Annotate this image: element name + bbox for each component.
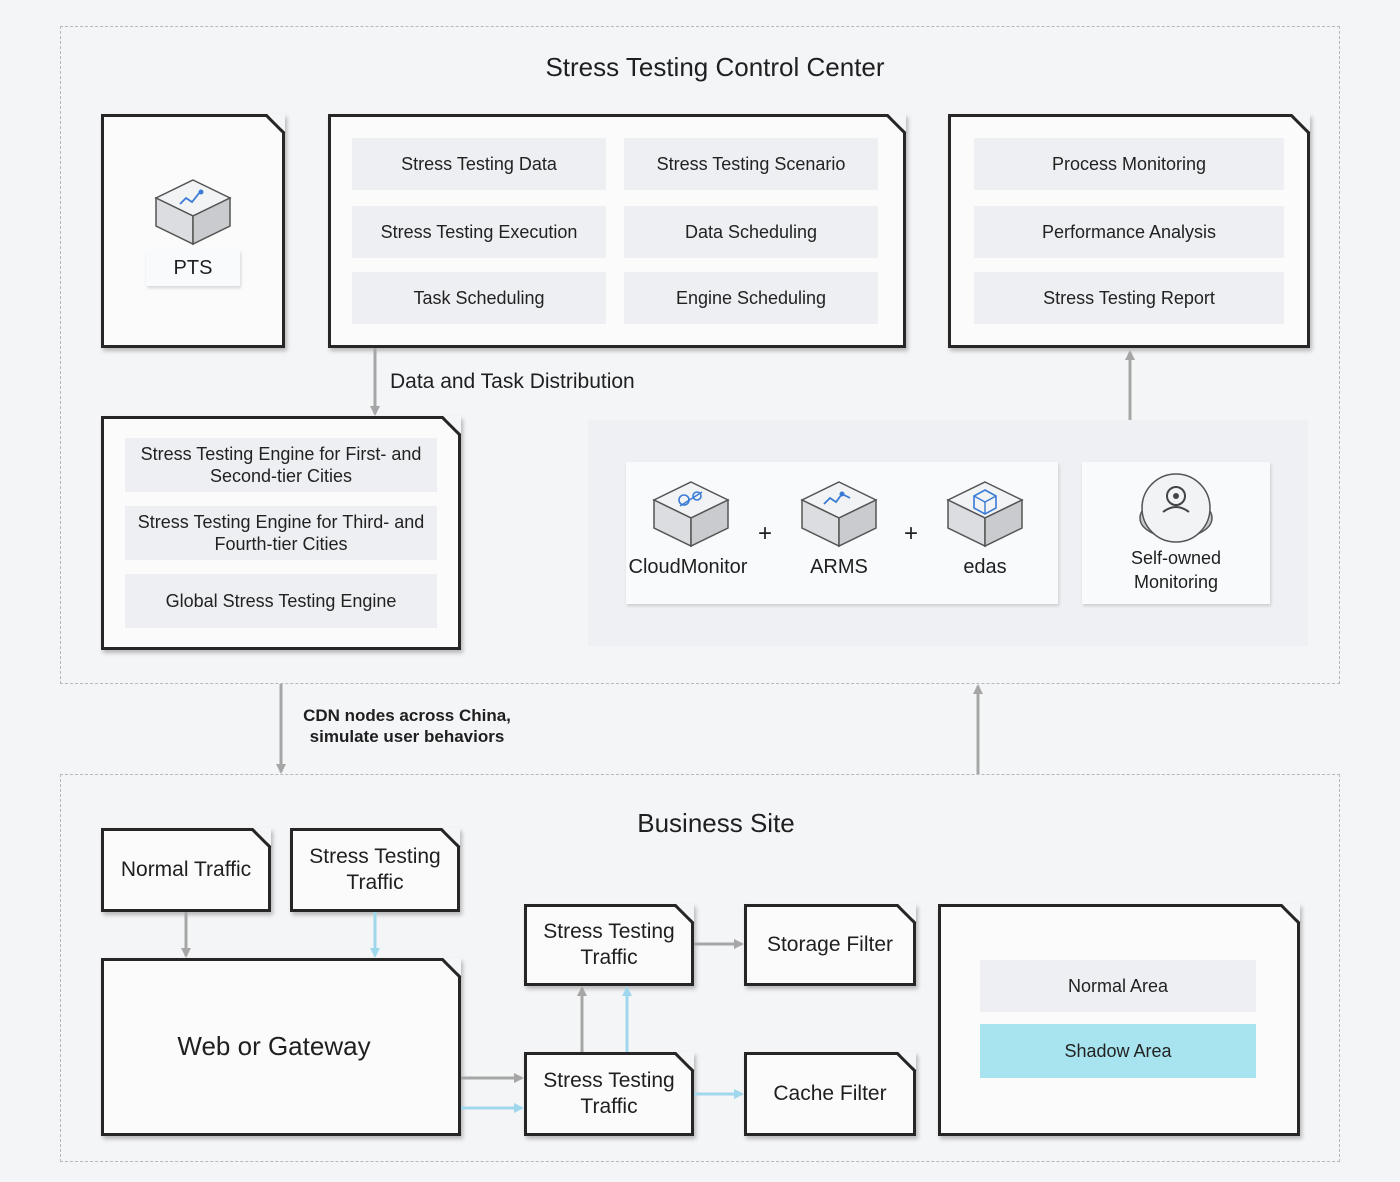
plus-sign-2: + <box>903 520 918 547</box>
cell-stress-testing-report: Stress Testing Report <box>974 272 1284 324</box>
pts-cube-icon <box>154 179 232 246</box>
business-site-title: Business Site <box>637 808 795 838</box>
stress-traffic-upper-box <box>524 904 694 986</box>
arms-cube-icon <box>800 481 878 548</box>
stress-traffic-top-box <box>290 828 460 912</box>
pts-label: PTS <box>146 250 240 286</box>
cell-engine-scheduling: Engine Scheduling <box>624 272 878 324</box>
camera-icon <box>1139 473 1213 543</box>
cell-process-monitoring: Process Monitoring <box>974 138 1284 190</box>
control-center-title: Stress Testing Control Center <box>545 52 885 82</box>
data-area-box <box>938 904 1300 1136</box>
normal-traffic-box <box>101 828 271 912</box>
normal-area: Normal Area <box>980 960 1256 1012</box>
self-owned-monitoring-label: Self-owned Monitoring <box>1130 548 1222 592</box>
cell-global-engine: Global Stress Testing Engine <box>125 574 437 628</box>
distribution-label: Data and Task Distribution <box>390 370 635 393</box>
storage-filter-box <box>744 904 916 986</box>
edas-label: edas <box>963 556 1007 578</box>
cell-engine-first-second-tier: Stress Testing Engine for First- and Sec… <box>125 438 437 492</box>
cloudmonitor-label: CloudMonitor <box>628 556 748 578</box>
cell-data-scheduling: Data Scheduling <box>624 206 878 258</box>
cell-stress-testing-execution: Stress Testing Execution <box>352 206 606 258</box>
plus-sign-1: + <box>757 520 772 547</box>
control-center-region <box>60 26 1340 684</box>
stress-traffic-lower-box <box>524 1052 694 1136</box>
storage-filter-label: Storage Filter <box>766 933 894 956</box>
arms-label: ARMS <box>810 556 868 578</box>
web-gateway-label: Web or Gateway <box>177 1031 371 1061</box>
cell-stress-testing-data: Stress Testing Data <box>352 138 606 190</box>
normal-traffic-label: Normal Traffic <box>120 858 252 881</box>
cdn-note: CDN nodes across China, simulate user be… <box>303 706 511 746</box>
stress-traffic-upper-label: Stress Testing Traffic <box>543 920 675 969</box>
stress-traffic-top-label: Stress Testing Traffic <box>309 845 441 894</box>
edas-cube-icon <box>946 481 1024 548</box>
business-site-region <box>60 774 1340 1162</box>
cell-engine-third-fourth-tier: Stress Testing Engine for Third- and Fou… <box>125 506 437 560</box>
web-gateway-box <box>101 958 461 1136</box>
stress-traffic-lower-label: Stress Testing Traffic <box>543 1069 675 1118</box>
cache-filter-box <box>744 1052 916 1136</box>
cell-performance-analysis: Performance Analysis <box>974 206 1284 258</box>
cache-filter-label: Cache Filter <box>773 1082 887 1105</box>
shadow-area: Shadow Area <box>980 1024 1256 1078</box>
cell-task-scheduling: Task Scheduling <box>352 272 606 324</box>
cell-stress-testing-scenario: Stress Testing Scenario <box>624 138 878 190</box>
cloudmonitor-cube-icon <box>652 481 730 548</box>
